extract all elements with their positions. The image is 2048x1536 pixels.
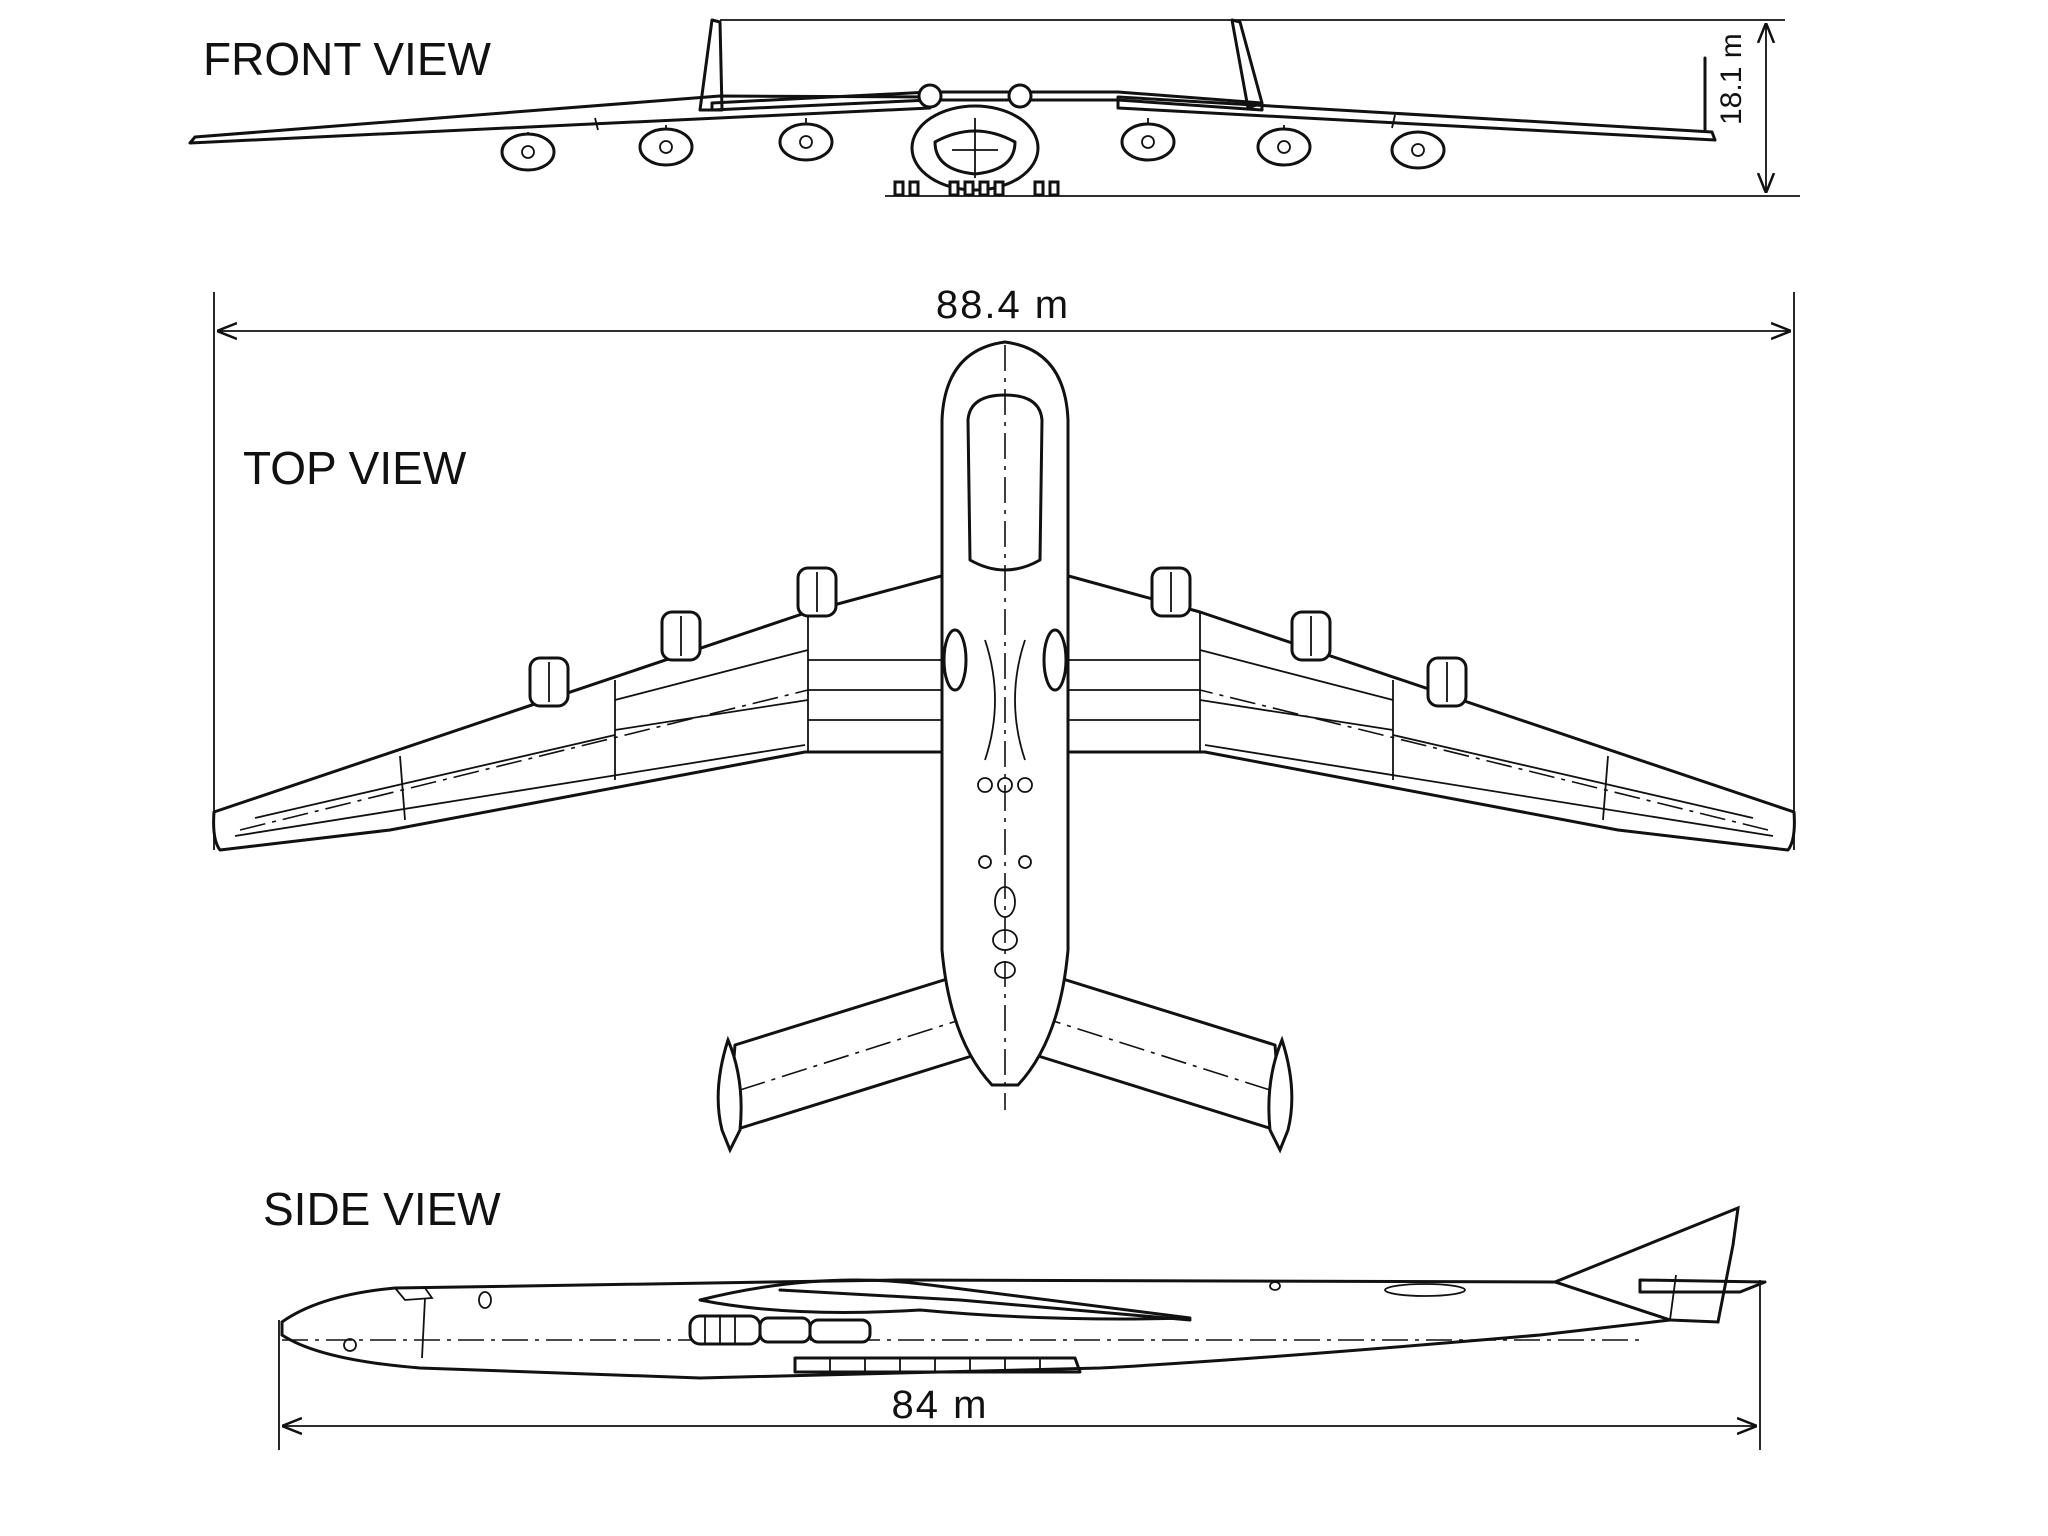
- side-wing-leading-edge: [778, 1288, 1192, 1322]
- front-cargo-hump-left: [917, 83, 943, 109]
- top-wing-panel-lines: [234, 612, 1774, 837]
- top-left-gear-pod: [942, 628, 968, 692]
- side-forward-door: [478, 1291, 492, 1309]
- top-right-gear-pod: [1042, 628, 1068, 692]
- front-left-wing-joint: [594, 117, 599, 131]
- top-left-wing: [212, 573, 947, 852]
- side-nose-gear-door: [343, 1338, 357, 1352]
- top-engines: [528, 566, 1468, 708]
- front-horizontal-stabilizer: [710, 90, 1264, 112]
- top-engine-2: [660, 610, 702, 662]
- top-engine-1: [528, 656, 570, 708]
- front-view-title: FRONT VIEW: [203, 33, 492, 85]
- wingspan-dimension: 88.4 m: [213, 283, 1795, 850]
- top-engine-4: [1150, 566, 1192, 618]
- front-engine-1: [500, 132, 556, 172]
- top-engine-5: [1290, 610, 1332, 662]
- front-engine-4: [1120, 118, 1176, 162]
- front-engine-5: [1256, 125, 1312, 167]
- side-cockpit-window: [393, 1287, 434, 1301]
- top-left-stabilizer: [726, 973, 977, 1134]
- top-engine-6: [1426, 656, 1468, 708]
- height-dimension-label: 18.1 m: [1715, 33, 1748, 125]
- front-engine-2: [638, 125, 694, 167]
- top-cargo-hump: [966, 393, 1044, 572]
- side-horizontal-stabilizer: [1638, 1278, 1767, 1294]
- side-wing-root: [698, 1278, 1192, 1321]
- top-engine-3: [796, 566, 838, 618]
- top-right-stabilizer: [1033, 973, 1284, 1134]
- side-view: SIDE VIEW 84 m: [263, 1183, 1767, 1450]
- top-view: TOP VIEW 88.4 m: [212, 283, 1796, 1154]
- top-left-fin: [716, 1035, 743, 1154]
- side-nose-door-line: [421, 1297, 426, 1359]
- side-engines: [688, 1314, 872, 1346]
- front-view: FRONT VIEW 18.1 m: [188, 18, 1800, 197]
- height-dimension: 18.1 m: [720, 19, 1800, 197]
- top-right-fin: [1267, 1035, 1294, 1154]
- side-view-title: SIDE VIEW: [263, 1183, 501, 1235]
- top-fuselage-contour: [984, 639, 1026, 761]
- side-rudder-line: [1669, 1274, 1677, 1321]
- front-engine-6: [1390, 130, 1446, 170]
- side-rear-vent: [1269, 1281, 1281, 1291]
- front-engine-3: [778, 118, 834, 162]
- side-fuselage: [280, 1278, 1671, 1380]
- front-cockpit-windows: [933, 129, 1017, 176]
- top-right-stabilizer-axis: [1049, 1019, 1271, 1091]
- top-view-title: TOP VIEW: [243, 442, 467, 494]
- wingspan-dimension-label: 88.4 m: [936, 283, 1070, 327]
- front-right-wing-joint: [1391, 114, 1396, 129]
- front-engines: [500, 118, 1446, 172]
- length-dimension: 84 m: [278, 1280, 1761, 1450]
- top-left-stabilizer-axis: [739, 1019, 961, 1091]
- length-dimension-label: 84 m: [892, 1383, 989, 1427]
- top-right-wing: [1063, 573, 1796, 852]
- side-dorsal-fairing: [1384, 1283, 1466, 1297]
- front-landing-gear: [893, 180, 1060, 197]
- front-left-fin: [698, 18, 724, 112]
- front-right-fin: [1230, 18, 1264, 110]
- side-landing-gear-fairing: [793, 1356, 1082, 1374]
- front-cargo-hump-right: [1007, 83, 1033, 109]
